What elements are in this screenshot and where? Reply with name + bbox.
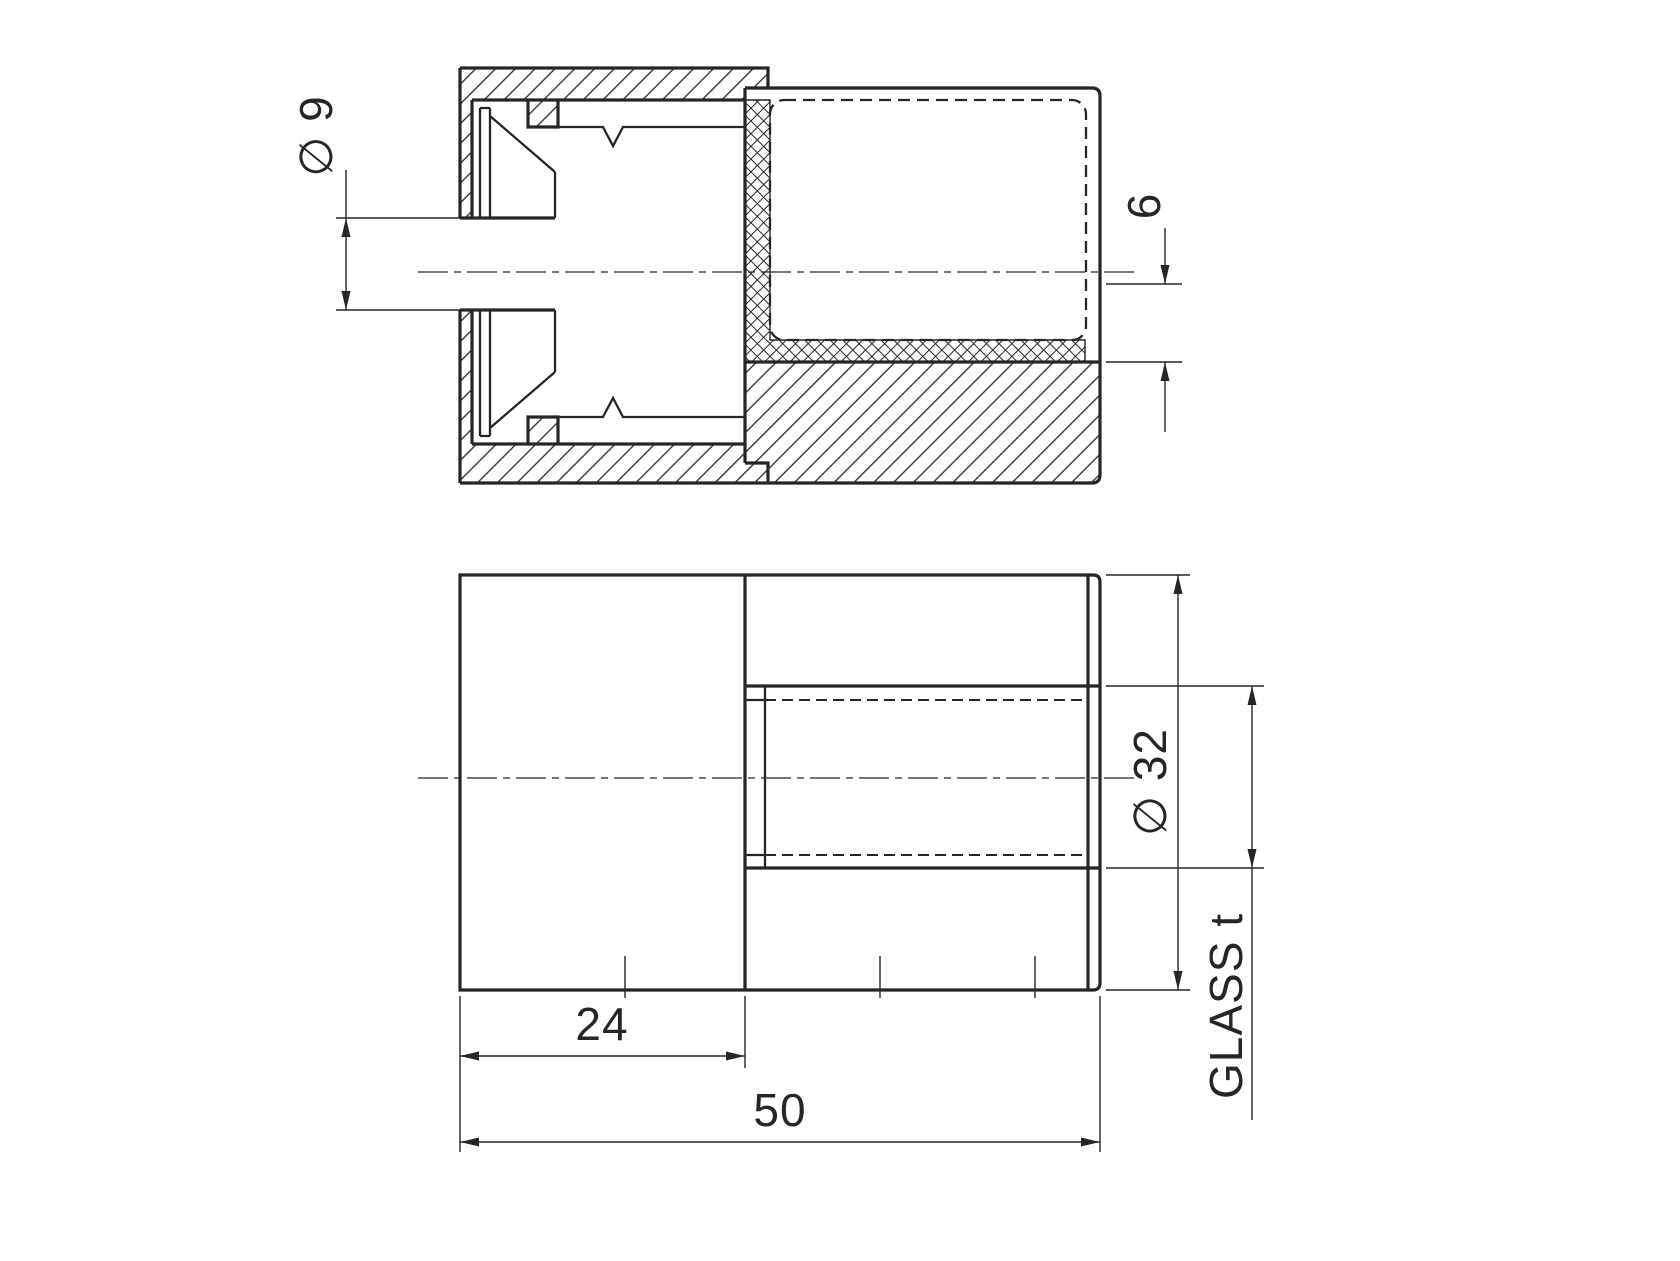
hatch-tab-top <box>528 100 558 127</box>
section-view: ∅ 9 6 <box>290 66 1182 485</box>
gasket-seal <box>745 100 1085 362</box>
extension-line <box>336 217 460 311</box>
hatch-left-wall-upper <box>460 100 472 218</box>
center-tick-marks <box>624 956 1036 998</box>
dim-label-dia32: ∅ 32 <box>1124 728 1176 836</box>
gasket-seal-outline <box>746 99 1086 362</box>
arrowhead-left <box>460 1051 479 1061</box>
dimension-6: 6 <box>1106 193 1182 432</box>
arrowhead-right <box>1081 1137 1100 1147</box>
thread-notch-bottom <box>558 395 745 419</box>
hatch-top-wall <box>460 68 768 100</box>
extension-line <box>1106 283 1182 363</box>
cone-insert <box>478 106 557 438</box>
dim-label-24: 24 <box>575 998 628 1050</box>
dimension-glass-t: GLASS t <box>1106 685 1264 1120</box>
hatch-bottom-wall <box>460 444 768 483</box>
hatch-tab-bottom <box>528 417 558 444</box>
arrowhead-up <box>1247 686 1257 705</box>
arrowhead-down <box>1247 849 1257 868</box>
dimension-24: 24 <box>459 996 746 1152</box>
dim-label-glass-t: GLASS t <box>1200 913 1252 1099</box>
body-outline <box>460 66 1102 485</box>
extension-line <box>1106 574 1190 991</box>
lip-bottom-edge <box>745 461 770 483</box>
dim-label-50: 50 <box>753 1084 806 1136</box>
retainer-tab-bottom <box>526 415 560 444</box>
arrowhead-left <box>460 1137 479 1147</box>
side-view: 24 50 ∅ 32 GLASS t <box>418 573 1264 1152</box>
hatch-right-body <box>745 362 1100 483</box>
dimension-dia32: ∅ 32 <box>1106 574 1190 991</box>
dim-label-dia9: ∅ 9 <box>290 95 342 176</box>
dimension-dia9: ∅ 9 <box>290 95 460 311</box>
arrowhead-up <box>341 218 351 237</box>
arrowhead-up <box>1173 575 1183 594</box>
dim-label-6: 6 <box>1118 193 1170 220</box>
glass-panel-hidden-outline <box>768 98 1088 342</box>
arrowhead-up <box>1160 362 1170 381</box>
arrowhead-down <box>1160 265 1170 284</box>
dimension-50: 50 <box>460 996 1101 1152</box>
body-outline <box>458 573 1102 992</box>
arrowhead-right <box>726 1051 745 1061</box>
thread-notch-top <box>558 125 745 149</box>
arrowhead-down <box>1173 971 1183 990</box>
retainer-tab-top <box>526 100 560 129</box>
hatch-left-wall-lower <box>460 310 472 444</box>
arrowhead-down <box>341 291 351 310</box>
extension-line <box>1106 685 1264 869</box>
